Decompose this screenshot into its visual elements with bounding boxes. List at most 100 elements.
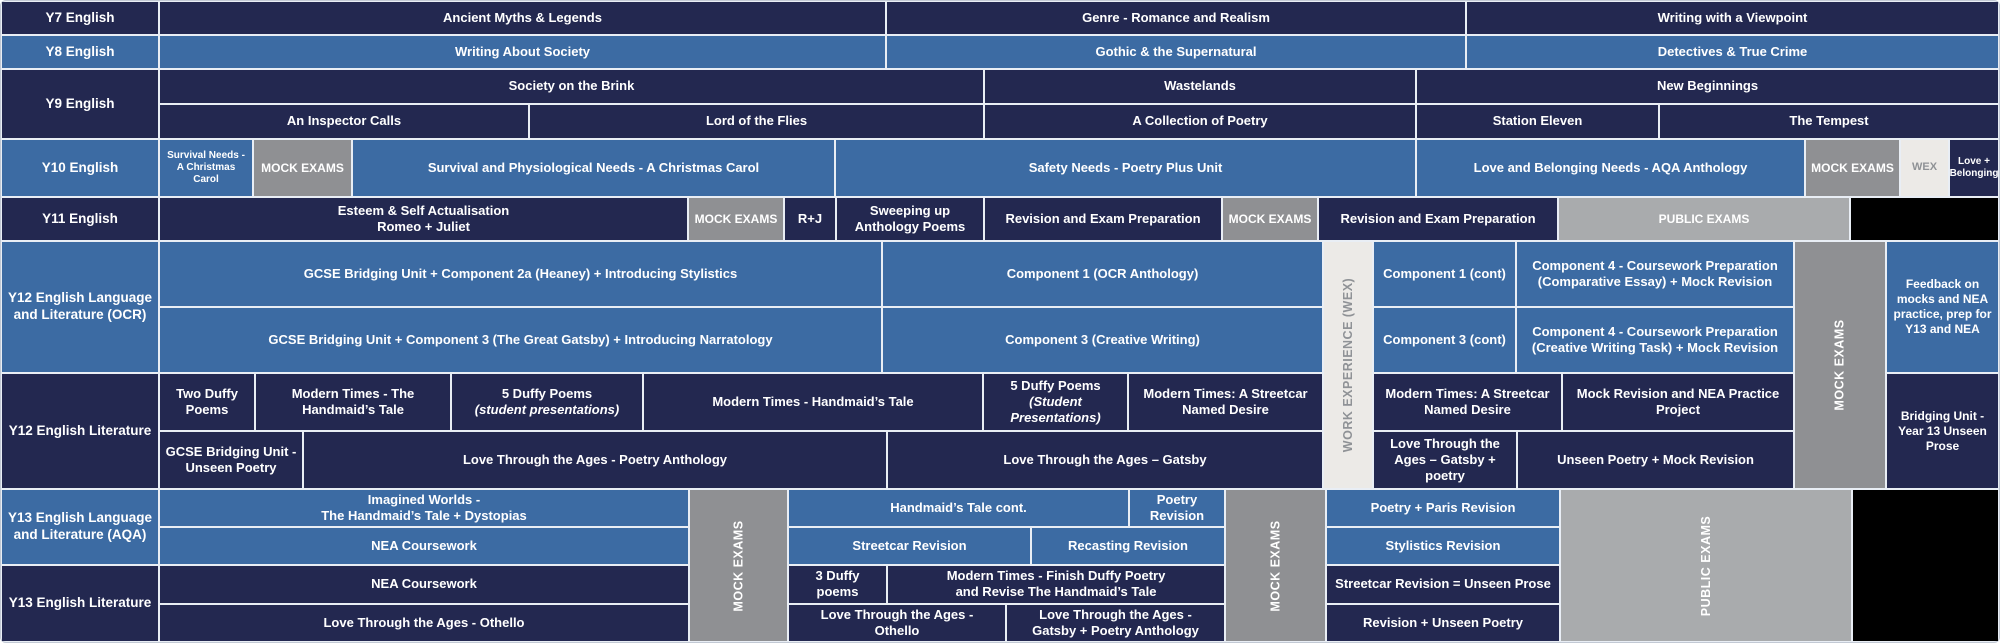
duffy-line1: 5 Duffy Poems bbox=[1010, 377, 1101, 393]
cell-streetcar-named-desire-1: Modern Times: A Streetcar Named Desire bbox=[1129, 374, 1322, 430]
cell-lord-of-the-flies: Lord of the Flies bbox=[530, 105, 983, 138]
cell-wastelands: Wastelands bbox=[985, 70, 1415, 103]
cell-gcse-bridging-comp2a: GCSE Bridging Unit + Component 2a (Heane… bbox=[160, 242, 881, 306]
y7-label: Y7 English bbox=[2, 2, 158, 34]
cell-streetcar-named-desire-2: Modern Times: A Streetcar Named Desire bbox=[1374, 374, 1561, 430]
y9-label: Y9 English bbox=[2, 70, 158, 138]
cell-streetcar-revision: Streetcar Revision bbox=[789, 528, 1030, 564]
cell-gcse-bridging-unseen-poetry: GCSE Bridging Unit - Unseen Poetry bbox=[160, 432, 302, 488]
cell-love-belonging-aqa-anthology: Love and Belonging Needs - AQA Anthology bbox=[1417, 140, 1804, 196]
cell-stylistics-revision: Stylistics Revision bbox=[1327, 528, 1559, 564]
cell-modern-times-finish-duffy: Modern Times - Finish Duffy Poetry and R… bbox=[888, 566, 1224, 603]
y12-ocr-subrow-2: GCSE Bridging Unit + Component 3 (The Gr… bbox=[160, 308, 1885, 372]
y9-subrow-2: An Inspector Calls Lord of the Flies A C… bbox=[160, 105, 1998, 138]
cell-component-4-creative-writing-task: Component 4 - Coursework Preparation (Cr… bbox=[1517, 308, 1793, 372]
cell-component-4-comparative-essay: Component 4 - Coursework Preparation (Co… bbox=[1517, 242, 1793, 306]
y11-row: Y11 English Esteem & Self Actualisation … bbox=[2, 198, 1998, 240]
cell-detectives-true-crime: Detectives & True Crime bbox=[1467, 36, 1998, 68]
cell-recasting-revision: Recasting Revision bbox=[1032, 528, 1224, 564]
cell-safety-needs-poetry-plus: Safety Needs - Poetry Plus Unit bbox=[836, 140, 1415, 196]
cell-modern-times-handmaids-tale-2: Modern Times - Handmaid’s Tale bbox=[644, 374, 982, 430]
cell-y13-aqa-nea-coursework: NEA Coursework bbox=[160, 528, 688, 564]
cell-y10-mock-exams-1: MOCK EXAMS bbox=[254, 140, 351, 196]
cell-3-duffy-poems: 3 Duffy poems bbox=[789, 566, 886, 603]
cell-y11-mock-exams-2: MOCK EXAMS bbox=[1223, 198, 1317, 240]
duffy-line2: (Student Presentations) bbox=[1010, 393, 1101, 426]
cell-feedback-on-mocks-nea: Feedback on mocks and NEA practice, prep… bbox=[1887, 242, 1998, 372]
y12-mock-exams-strip: MOCK EXAMS bbox=[1795, 242, 1885, 488]
cell-love-through-ages-gatsby-poetry: Love Through the Ages – Gatsby + poetry bbox=[1374, 432, 1516, 488]
y12-ocr-row-group: Y12 English Language and Literature (OCR… bbox=[2, 242, 1998, 372]
y9-row-group: Y9 English Society on the Brink Wastelan… bbox=[2, 70, 1998, 138]
cell-collection-of-poetry: A Collection of Poetry bbox=[985, 105, 1415, 138]
work-experience-strip-label: WORK EXPERIENCE (WEX) bbox=[1341, 277, 1355, 453]
cell-love-through-ages-othello-1: Love Through the Ages - Othello bbox=[160, 604, 688, 641]
y12-lit-label: Y12 English Literature bbox=[2, 374, 158, 488]
y12-ocr-subrow-1: GCSE Bridging Unit + Component 2a (Heane… bbox=[160, 242, 1885, 306]
cell-poetry-revision: Poetry Revision bbox=[1130, 490, 1224, 526]
y13-lit-subrow-1: NEA Coursework 3 Duffy poems Modern Time… bbox=[160, 566, 1559, 603]
cell-the-tempest: The Tempest bbox=[1660, 105, 1998, 138]
y7-row: Y7 English Ancient Myths & Legends Genre… bbox=[2, 2, 1998, 34]
y13-aqa-subrow-1: Imagined Worlds - The Handmaid’s Tale + … bbox=[160, 490, 1559, 526]
y13-aqa-subrow-2: NEA Coursework Streetcar Revision Recast… bbox=[160, 528, 1559, 564]
cell-genre-romance-realism: Genre - Romance and Realism bbox=[887, 2, 1465, 34]
y10-row: Y10 English Survival Needs - A Christmas… bbox=[2, 140, 1998, 196]
cell-revision-exam-prep-1: Revision and Exam Preparation bbox=[985, 198, 1221, 240]
cell-handmaids-tale-cont: Handmaid’s Tale cont. bbox=[789, 490, 1128, 526]
cell-revision-exam-prep-2: Revision and Exam Preparation bbox=[1319, 198, 1557, 240]
cell-gothic-supernatural: Gothic & the Supernatural bbox=[887, 36, 1465, 68]
cell-component-3-cont: Component 3 (cont) bbox=[1374, 308, 1515, 372]
duffy-line2: (student presentations) bbox=[474, 402, 620, 417]
y13-mock-exams-strip-2: MOCK EXAMS bbox=[1226, 490, 1325, 641]
cell-y10-mock-exams-2: MOCK EXAMS bbox=[1806, 140, 1899, 196]
cell-writing-about-society: Writing About Society bbox=[160, 36, 885, 68]
y10-label: Y10 English bbox=[2, 140, 158, 196]
mock-exams-strip-label: MOCK EXAMS bbox=[1833, 319, 1847, 411]
cell-poetry-paris-revision: Poetry + Paris Revision bbox=[1327, 490, 1559, 526]
y8-row: Y8 English Writing About Society Gothic … bbox=[2, 36, 1998, 68]
cell-station-eleven: Station Eleven bbox=[1417, 105, 1658, 138]
cell-component-1-cont: Component 1 (cont) bbox=[1374, 242, 1515, 306]
cell-streetcar-revision-unseen-prose: Streetcar Revision = Unseen Prose bbox=[1327, 566, 1559, 603]
cell-love-through-ages-gatsby: Love Through the Ages – Gatsby bbox=[888, 432, 1322, 488]
cell-esteem-self-actualisation: Esteem & Self Actualisation Romeo + Juli… bbox=[160, 198, 687, 240]
cell-writing-with-viewpoint: Writing with a Viewpoint bbox=[1467, 2, 1998, 34]
cell-love-through-ages-poetry-anthology: Love Through the Ages - Poetry Anthology bbox=[304, 432, 886, 488]
cell-revision-unseen-poetry: Revision + Unseen Poetry bbox=[1327, 604, 1559, 641]
cell-two-duffy-poems: Two Duffy Poems bbox=[160, 374, 254, 430]
y11-label: Y11 English bbox=[2, 198, 158, 240]
y13-mock-exams-strip-1: MOCK EXAMS bbox=[690, 490, 787, 641]
cell-y11-public-exams: PUBLIC EXAMS bbox=[1559, 198, 1849, 240]
y12-lit-subrow-1: Two Duffy Poems Modern Times - The Handm… bbox=[160, 374, 1885, 430]
cell-new-beginnings: New Beginnings bbox=[1417, 70, 1998, 103]
cell-r-plus-j: R+J bbox=[785, 198, 835, 240]
mock-exams-strip-label: MOCK EXAMS bbox=[1268, 519, 1283, 612]
cell-ancient-myths-legends: Ancient Myths & Legends bbox=[160, 2, 885, 34]
work-experience-wex-strip: WORK EXPERIENCE (WEX) bbox=[1324, 242, 1372, 488]
cell-imagined-worlds-dystopias: Imagined Worlds - The Handmaid’s Tale + … bbox=[160, 490, 688, 526]
y12-lit-row-group: Y12 English Literature Two Duffy Poems M… bbox=[2, 374, 1998, 488]
cell-sweeping-up-anthology-poems: Sweeping up Anthology Poems bbox=[837, 198, 983, 240]
y8-label: Y8 English bbox=[2, 36, 158, 68]
y13-public-exams-strip: PUBLIC EXAMS bbox=[1561, 490, 1851, 641]
cell-5-duffy-poems-1: 5 Duffy Poems(student presentations) bbox=[452, 374, 642, 430]
y13-lit-label: Y13 English Literature bbox=[2, 566, 158, 641]
cell-modern-times-handmaids-tale-1: Modern Times - The Handmaid’s Tale bbox=[256, 374, 450, 430]
cell-love-through-ages-othello-2: Love Through the Ages - Othello bbox=[789, 604, 1005, 641]
public-exams-strip-label: PUBLIC EXAMS bbox=[1698, 515, 1713, 616]
cell-bridging-unit-y13-unseen-prose: Bridging Unit - Year 13 Unseen Prose bbox=[1887, 374, 1998, 488]
y12-ocr-label: Y12 English Language and Literature (OCR… bbox=[2, 242, 158, 372]
cell-component-3-creative-writing: Component 3 (Creative Writing) bbox=[883, 308, 1322, 372]
mock-exams-strip-label: MOCK EXAMS bbox=[731, 519, 746, 612]
cell-survival-physiological-needs: Survival and Physiological Needs - A Chr… bbox=[353, 140, 834, 196]
cell-survival-needs-christmas-carol: Survival Needs - A Christmas Carol bbox=[160, 140, 252, 196]
cell-gcse-bridging-comp3: GCSE Bridging Unit + Component 3 (The Gr… bbox=[160, 308, 881, 372]
cell-y13-lit-nea-coursework: NEA Coursework bbox=[160, 566, 688, 603]
cell-mock-revision-nea-practice: Mock Revision and NEA Practice Project bbox=[1563, 374, 1793, 430]
y12-lit-subrow-2: GCSE Bridging Unit - Unseen Poetry Love … bbox=[160, 432, 1885, 488]
y9-subrow-1: Society on the Brink Wastelands New Begi… bbox=[160, 70, 1998, 103]
cell-y11-black-block bbox=[1851, 198, 1998, 240]
cell-y11-mock-exams-1: MOCK EXAMS bbox=[689, 198, 783, 240]
